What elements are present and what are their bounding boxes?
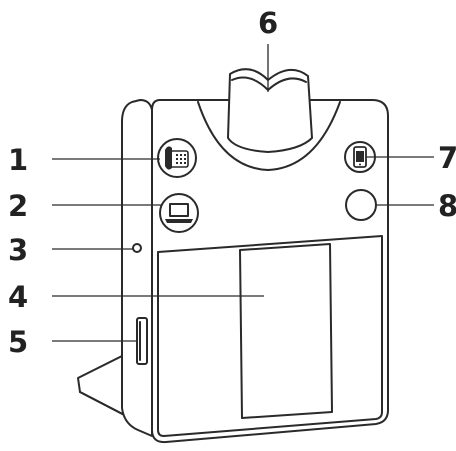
display-area [157,235,383,437]
leader-lines [52,44,434,342]
callout-4: 4 [8,280,28,314]
callout-7: 7 [438,141,456,175]
computer-button[interactable] [159,193,199,233]
conference-button[interactable] [345,189,377,221]
callout-2: 2 [8,189,28,223]
callout-6: 6 [258,6,278,40]
laptop-icon [165,203,193,223]
callout-5: 5 [8,325,28,359]
side-connector-port [132,243,142,253]
headset-cradle [197,101,341,171]
callout-1: 1 [8,143,28,177]
desk-phone-button[interactable] [157,138,197,178]
desk-phone-icon [165,146,189,170]
callout-8: 8 [438,189,456,223]
headset [227,68,313,153]
callout-labels: 1 2 3 4 5 6 7 8 [8,6,456,359]
callout-3: 3 [8,233,28,267]
base-side-panel [121,99,153,437]
side-slot [136,317,148,365]
mobile-phone-button[interactable] [344,141,376,173]
